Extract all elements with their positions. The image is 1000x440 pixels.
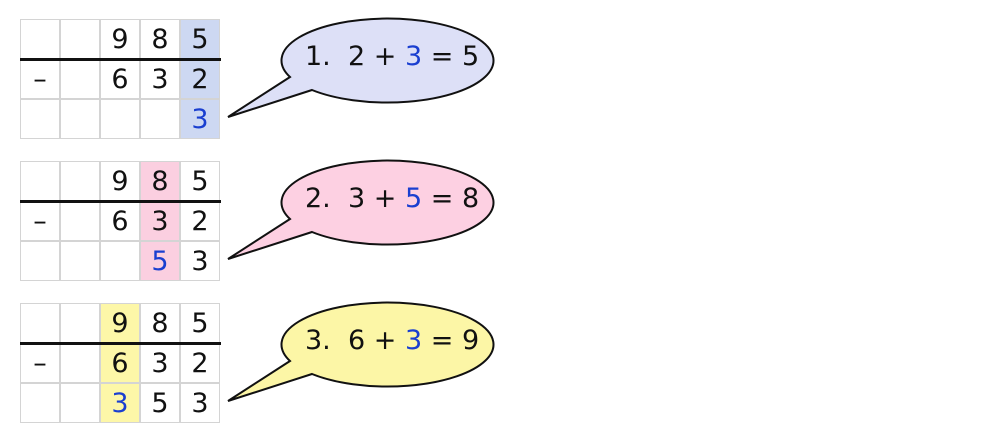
minuend-digit (20, 161, 60, 201)
minuend-digit: 8 (140, 19, 180, 59)
result-digit (100, 241, 140, 281)
result-digit (20, 241, 60, 281)
equation-num: 1. (305, 41, 331, 72)
minuend-digit: 9 (100, 303, 140, 343)
equation-c: 8 (461, 183, 480, 214)
subtrahend-digit: 6 (100, 201, 140, 241)
subtrahend-digit: 2 (180, 59, 220, 99)
bubble-shape (227, 301, 495, 402)
result-digit (100, 99, 140, 139)
result-digit: 5 (140, 383, 180, 423)
result-digit (60, 383, 100, 423)
minuend-digit (20, 19, 60, 59)
minuend-digit: 5 (180, 303, 220, 343)
sum-line (20, 200, 221, 203)
sum-line (20, 342, 221, 345)
subtrahend-digit: 2 (180, 343, 220, 383)
subtrahend-digit: 3 (140, 343, 180, 383)
equation-eq: = (430, 41, 454, 72)
bubble-shape (227, 17, 495, 118)
speech-bubble-3 (227, 301, 495, 402)
equation-c: 9 (461, 325, 480, 356)
minuend-digit: 8 (140, 161, 180, 201)
bubble-equation: 2. 3 + 5 = 8 (305, 183, 479, 214)
minus-sign: – (20, 59, 60, 99)
minus-sign: – (20, 201, 60, 241)
sum-line (20, 58, 221, 61)
subtrahend-digit (60, 59, 100, 99)
subtrahend-digit: 6 (100, 343, 140, 383)
minuend-digit (20, 303, 60, 343)
result-digit: 3 (180, 99, 220, 139)
result-digit (140, 99, 180, 139)
equation-a: 6 (347, 325, 366, 356)
equation-c: 5 (461, 41, 480, 72)
subtrahend-digit: 3 (140, 201, 180, 241)
result-digit (60, 99, 100, 139)
equation-a: 3 (347, 183, 366, 214)
equation-op: + (373, 183, 397, 214)
bubble-shape (227, 159, 495, 260)
equation-b: 3 (404, 325, 423, 356)
result-digit: 3 (180, 383, 220, 423)
minuend-digit: 8 (140, 303, 180, 343)
subtrahend-digit: 6 (100, 59, 140, 99)
equation-num: 2. (305, 183, 331, 214)
result-digit (20, 99, 60, 139)
result-digit: 5 (140, 241, 180, 281)
minus-sign: – (20, 343, 60, 383)
equation-eq: = (430, 183, 454, 214)
minuend-digit (60, 303, 100, 343)
minuend-digit: 5 (180, 19, 220, 59)
minuend-digit: 5 (180, 161, 220, 201)
speech-bubble-1 (227, 17, 495, 118)
minuend-digit: 9 (100, 161, 140, 201)
minuend-digit (60, 19, 100, 59)
bubble-equation: 1. 2 + 3 = 5 (305, 41, 479, 72)
speech-bubble-2 (227, 159, 495, 260)
bubble-equation: 3. 6 + 3 = 9 (305, 325, 479, 356)
result-digit: 3 (100, 383, 140, 423)
result-digit (60, 241, 100, 281)
minuend-digit: 9 (100, 19, 140, 59)
equation-op: + (373, 325, 397, 356)
equation-num: 3. (305, 325, 331, 356)
equation-b: 5 (404, 183, 423, 214)
subtrahend-digit (60, 201, 100, 241)
equation-a: 2 (347, 41, 366, 72)
result-digit (20, 383, 60, 423)
subtrahend-digit (60, 343, 100, 383)
equation-b: 3 (404, 41, 423, 72)
subtrahend-digit: 3 (140, 59, 180, 99)
result-digit: 3 (180, 241, 220, 281)
equation-op: + (373, 41, 397, 72)
minuend-digit (60, 161, 100, 201)
equation-eq: = (430, 325, 454, 356)
subtrahend-digit: 2 (180, 201, 220, 241)
